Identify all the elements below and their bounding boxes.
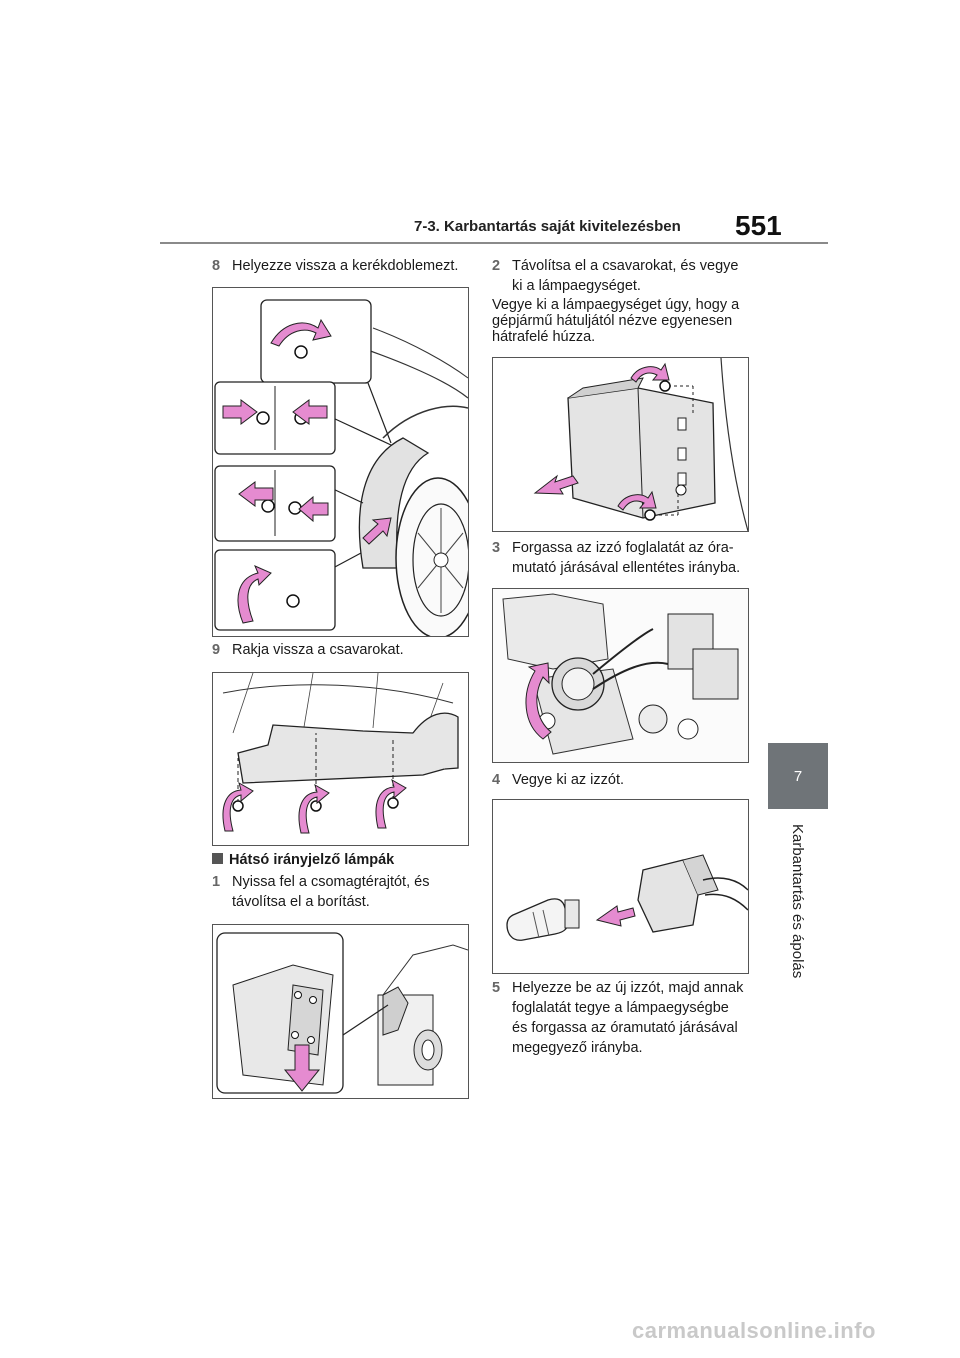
chapter-side-label: Karbantartás és ápolás (778, 824, 818, 984)
step-text: Helyezze vissza a kerékdoblemezt. (232, 258, 459, 274)
step-text-cont: megegyező irányba. (512, 1040, 643, 1056)
step-number: 1 (212, 874, 221, 890)
watermark: carmanualsonline.info (632, 1318, 876, 1343)
figure-lamp-unit (492, 357, 749, 532)
lamp-unit-illustration (533, 358, 748, 531)
step-text-cont: távolítsa el a borítást. (232, 894, 370, 910)
step-4: 4 Vegye ki az izzót. (492, 770, 624, 790)
step-5: 5 Helyezze be az új izzót, majd annak fog… (492, 978, 762, 1058)
trunk-cover-illustration (216, 932, 468, 1094)
figure-bulb-socket (492, 588, 749, 763)
step-text: Távolítsa el a csavarokat, és vegye (512, 258, 739, 274)
note-line: gépjármű hátuljától nézve egyenesen (492, 313, 733, 329)
section-title: 7-3. Karbantartás saját kivitelezésben (414, 218, 681, 235)
step-9: 9 Rakja vissza a csavarokat. (212, 640, 404, 660)
step-2: 2 Távolítsa el a csavarokat, és vegye ki … (492, 256, 762, 296)
header-divider (160, 242, 828, 244)
step-number: 3 (492, 540, 501, 556)
step-text: Helyezze be az új izzót, majd annak (512, 980, 744, 996)
step-text: Vegye ki az izzót. (512, 772, 625, 788)
undercover-illustration (222, 673, 459, 834)
step-text-cont: foglalatát tegye a lámpaegységbe (512, 1000, 729, 1016)
chapter-number: 7 (793, 767, 803, 785)
note-lamp-removal: Vegye ki a lámpaegységet úgy, hogy a gép… (492, 297, 762, 345)
bulb-removal-illustration (506, 854, 748, 941)
square-bullet-icon (212, 853, 223, 864)
wheel-arch-illustration (214, 299, 468, 636)
figure-bulb-removal (492, 799, 749, 974)
step-number: 9 (212, 642, 221, 658)
step-text: Forgassa az izzó foglalatát az óra- (512, 540, 734, 556)
step-text: Nyissa fel a csomagtérajtót, és (232, 874, 430, 890)
step-8: 8 Helyezze vissza a kerékdoblemezt. (212, 256, 458, 276)
step-text-cont: mutató járásával ellentétes irányba. (512, 560, 741, 576)
subheading-rear-turn-signal: Hátsó irányjelző lámpák (212, 852, 394, 868)
note-line: Vegye ki a lámpaegységet úgy, hogy a (492, 297, 740, 313)
step-number: 4 (492, 772, 501, 788)
step-number: 5 (492, 980, 501, 996)
note-line: hátrafelé húzza. (492, 329, 596, 345)
step-3: 3 Forgassa az izzó foglalatát az óra- mut… (492, 538, 762, 578)
figure-undercover-screws (212, 672, 469, 846)
figure-wheel-arch-liner (212, 287, 469, 637)
step-text: Rakja vissza a csavarokat. (232, 642, 404, 658)
step-1: 1 Nyissa fel a csomagtérajtót, és távolít… (212, 872, 472, 912)
step-text-cont: ki a lámpaegységet. (512, 278, 641, 294)
subheading-text: Hátsó irányjelző lámpák (229, 852, 395, 868)
figure-trunk-cover (212, 924, 469, 1099)
step-text-cont: és forgassa az óramutató járásával (512, 1020, 738, 1036)
step-number: 8 (212, 258, 221, 274)
chapter-tab: 7 (768, 743, 828, 809)
page-number: 551 (735, 210, 782, 241)
bulb-socket-illustration (493, 589, 748, 762)
step-number: 2 (492, 258, 501, 274)
chapter-title: Karbantartás és ápolás (789, 824, 806, 979)
